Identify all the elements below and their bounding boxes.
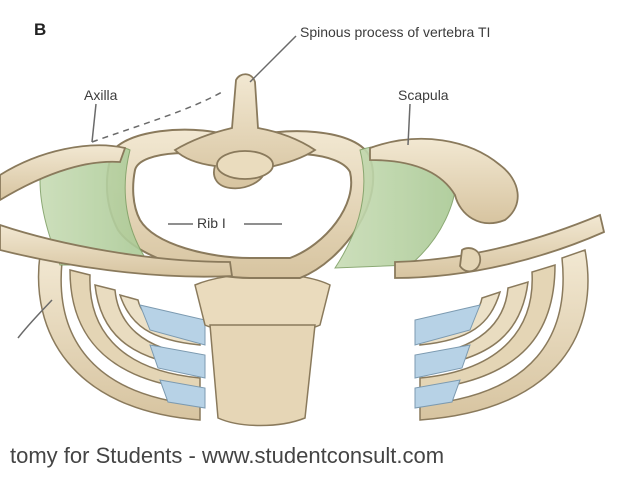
axilla-label: Axilla	[84, 87, 117, 103]
scapula-label: Scapula	[398, 87, 449, 103]
sternum	[195, 274, 330, 426]
axilla-leader	[92, 104, 96, 142]
panel-letter: B	[34, 20, 46, 40]
rib1-label: Rib I	[195, 215, 228, 231]
spinous-process-label: Spinous process of vertebra TI	[300, 24, 490, 40]
footer-credit: tomy for Students - www.studentconsult.c…	[10, 443, 444, 469]
spinous-leader	[250, 36, 296, 82]
